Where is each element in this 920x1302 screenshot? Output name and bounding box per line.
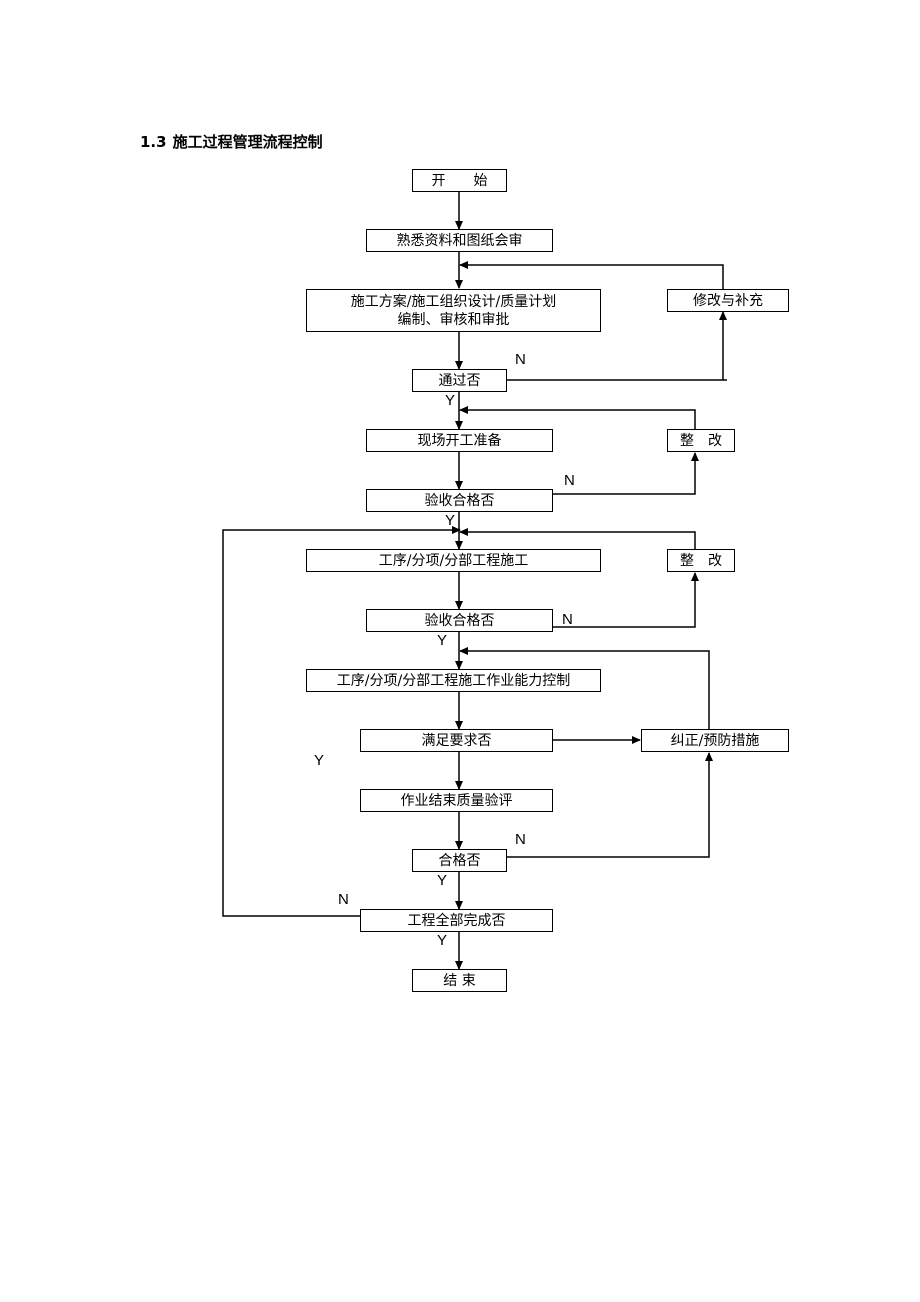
accept-decision-1: 验收合格否	[366, 489, 553, 512]
arrow-alldone-no-loop	[222, 526, 461, 917]
familiarize-node: 熟悉资料和图纸会审	[366, 229, 553, 252]
start-node: 开 始	[412, 169, 507, 192]
revise-node: 修改与补充	[667, 289, 789, 312]
label-yes-accept2: Y	[437, 632, 448, 649]
correct-node: 纠正/预防措施	[641, 729, 789, 752]
label-no-qualified: N	[515, 831, 526, 848]
end-node: 结 束	[412, 969, 507, 992]
site-prep-node: 现场开工准备	[366, 429, 553, 452]
process-node: 工序/分项/分部工程施工	[306, 549, 601, 572]
meets-decision: 满足要求否	[360, 729, 553, 752]
label-yes-pass: Y	[445, 392, 456, 409]
label-no-accept2: N	[562, 611, 573, 628]
plan-line1: 施工方案/施工组织设计/质量计划	[350, 293, 557, 310]
label-yes-accept1: Y	[445, 512, 456, 529]
arrow-accept1-no-to-rectify	[553, 452, 699, 495]
section-title: 施工过程管理流程控制	[172, 133, 323, 151]
label-no-pass: N	[515, 351, 526, 368]
label-yes-loop: Y	[314, 752, 325, 769]
rectify-node-2: 整 改	[667, 549, 735, 572]
plan-line2: 编制、审核和审批	[397, 311, 510, 328]
capability-node: 工序/分项/分部工程施工作业能力控制	[306, 669, 601, 692]
final-eval-node: 作业结束质量验评	[360, 789, 553, 812]
all-done-decision: 工程全部完成否	[360, 909, 553, 932]
arrow-rectify2-back	[459, 528, 696, 550]
label-yes-alldone: Y	[437, 932, 448, 949]
arrow-correct-back	[459, 647, 710, 729]
arrow-rectify1-back	[459, 406, 696, 430]
label-yes-qualified: Y	[437, 872, 448, 889]
arrow-revise-to-plan	[459, 261, 724, 289]
qualified-decision: 合格否	[412, 849, 507, 872]
pass-decision: 通过否	[412, 369, 507, 392]
arrow-accept2-no-to-rectify	[553, 572, 699, 628]
rectify-node-1: 整 改	[667, 429, 735, 452]
accept-decision-2: 验收合格否	[366, 609, 553, 632]
label-no-accept1: N	[564, 472, 575, 489]
label-no-alldone: N	[338, 891, 349, 908]
arrow-qualified-no-to-correct	[507, 752, 713, 858]
section-heading: 1.3 施工过程管理流程控制	[140, 131, 323, 152]
section-number: 1.3	[140, 133, 167, 151]
plan-node: 施工方案/施工组织设计/质量计划 编制、审核和审批	[306, 289, 601, 332]
